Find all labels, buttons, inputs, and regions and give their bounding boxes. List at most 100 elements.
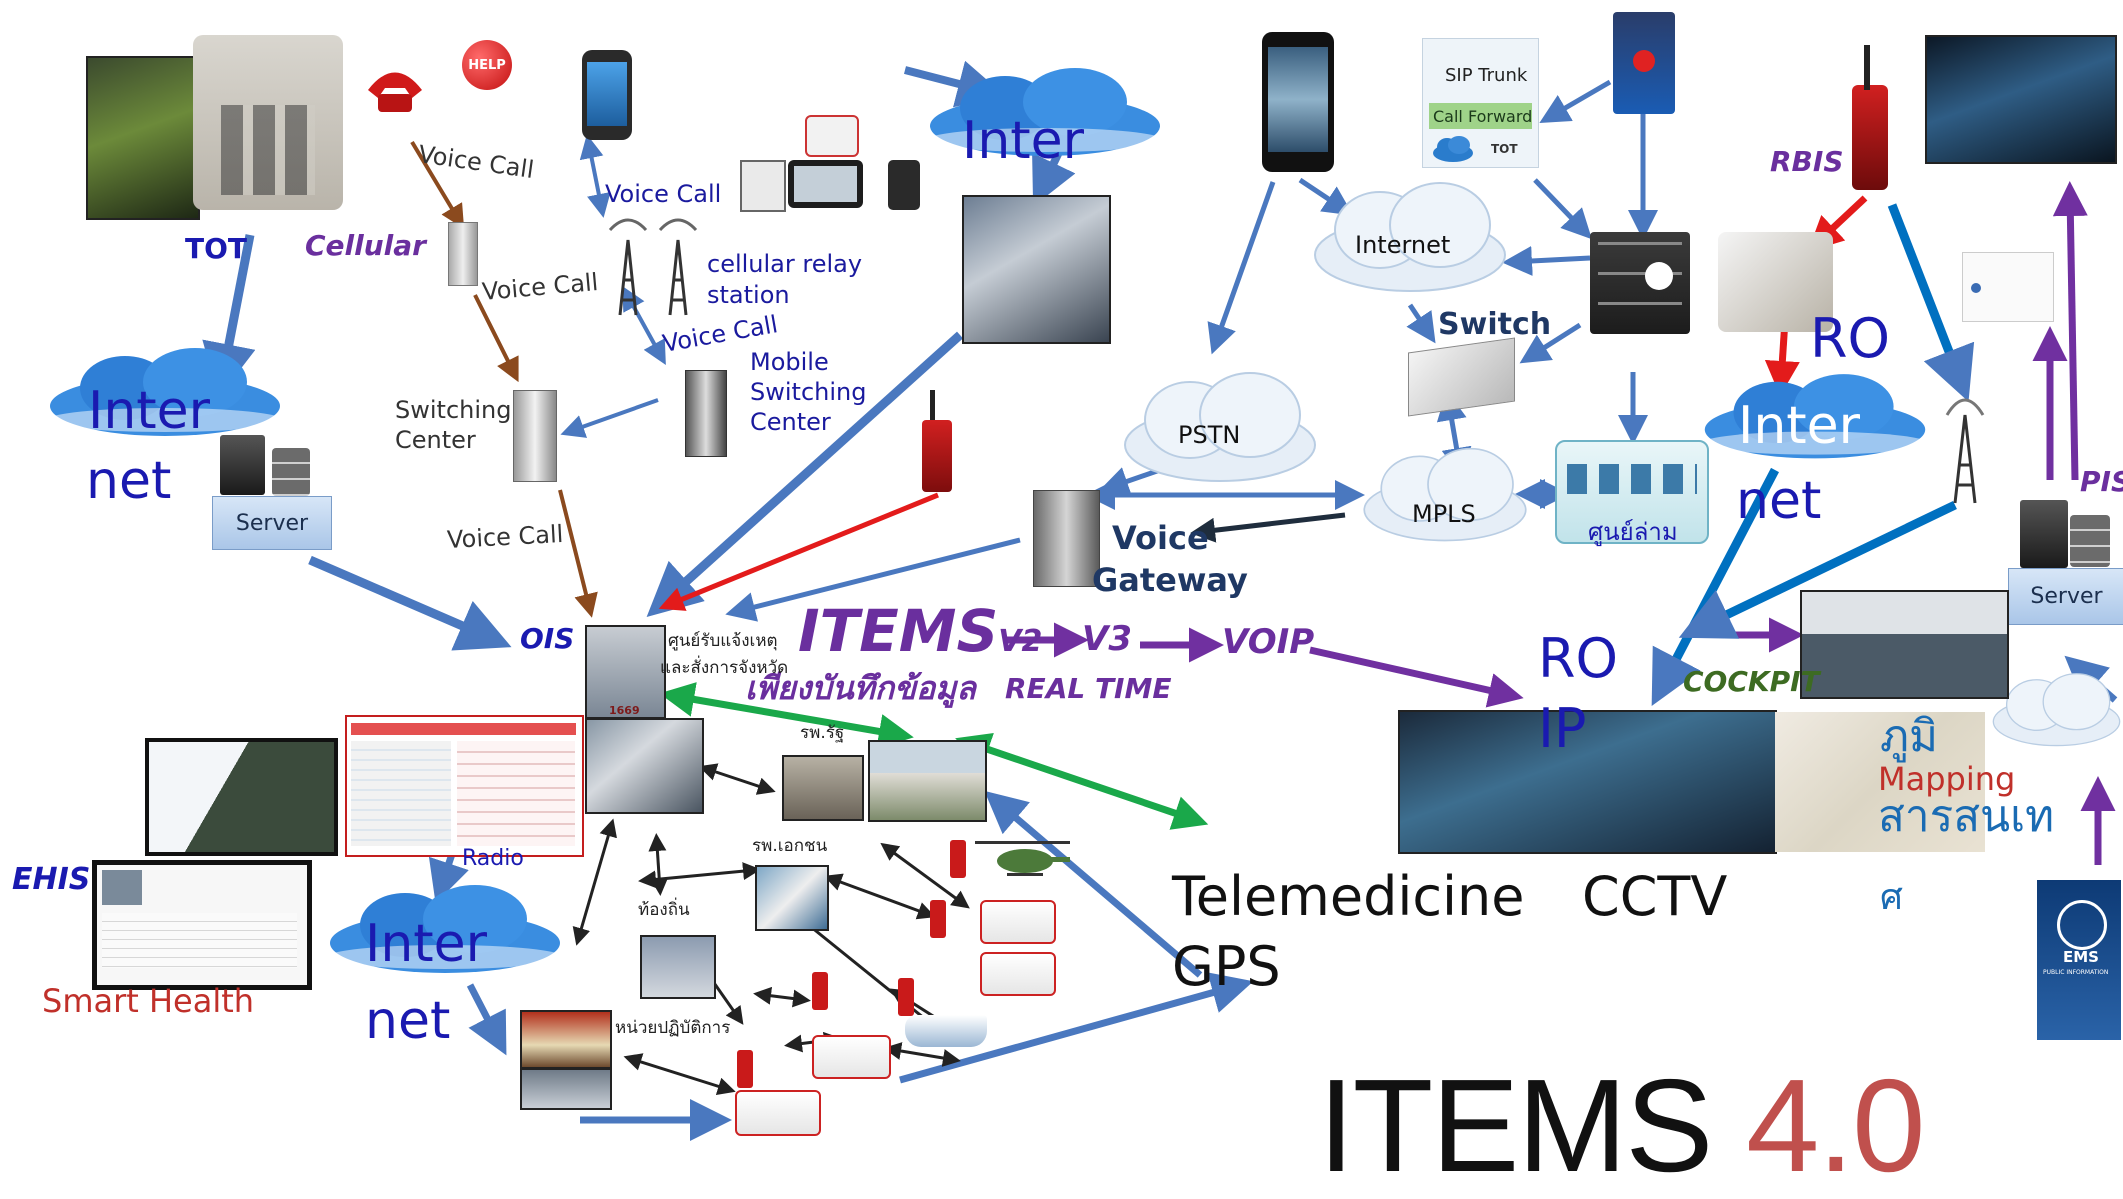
relay-label-1: cellular relay xyxy=(707,250,863,278)
operator-photo xyxy=(962,195,1111,344)
help-button-icon: HELP xyxy=(462,40,512,90)
geo-label-4: ศ xyxy=(1880,877,1903,918)
msc-label-1: Mobile xyxy=(750,348,829,376)
arrow-app-sip xyxy=(1539,79,1612,124)
voice-gateway-label-2: Gateway xyxy=(1092,561,1248,599)
tot-small-label: TOT xyxy=(1491,142,1518,156)
gov-hospital-room-photo xyxy=(782,755,864,821)
msc-cabinet xyxy=(685,370,727,457)
telemedicine-label: Telemedicine xyxy=(1172,865,1525,928)
title-main: ITEMS xyxy=(1318,1052,1713,1199)
switch-cabinet-small xyxy=(448,222,478,286)
local-office-photo xyxy=(640,935,716,999)
arrow-hospital-telemedicine xyxy=(955,732,1209,830)
radio-handset-icon xyxy=(922,390,952,492)
mpls-label: MPLS xyxy=(1412,500,1476,528)
server-rack-icon xyxy=(1590,232,1690,334)
map-screen xyxy=(145,738,338,856)
arrow-operator-center xyxy=(646,331,964,618)
internet-right-label-b: net xyxy=(1736,471,1822,531)
operations-unit-photo xyxy=(520,1068,612,1110)
switch-label: Switch xyxy=(1438,307,1552,342)
cockpit-photo xyxy=(1800,590,2009,699)
arrow-internet-operator xyxy=(1032,148,1076,207)
arrow-mpls-voice xyxy=(1190,512,1346,543)
local-label: ท้องถิ่น xyxy=(638,900,690,920)
arrow-radio-center xyxy=(658,492,939,611)
switching-label-1: Switching xyxy=(395,396,512,424)
arrow-internet-cctv xyxy=(1651,467,1779,706)
cctv-night-photo xyxy=(1925,35,2117,164)
radio-icon-5 xyxy=(737,1050,753,1088)
arrow-center-hospital xyxy=(659,682,914,749)
arrow-tower-cockpit xyxy=(1678,500,1957,639)
ro-ip-label-a: RO xyxy=(1538,627,1619,690)
software-screenshot xyxy=(345,715,584,857)
phone-icon-small xyxy=(888,160,920,210)
arrow-internet-switch xyxy=(1406,303,1436,344)
private-hospital-photo xyxy=(755,865,829,931)
rbis-radio-icon xyxy=(1842,45,1892,193)
center-label-1: ศูนย์รับแจ้งเหตุ xyxy=(668,631,778,651)
ambulance-icon-1 xyxy=(980,900,1056,944)
pstn-cloud xyxy=(1124,372,1316,482)
v3-label: V3 xyxy=(1082,619,1132,659)
server-box-right: Server xyxy=(2008,568,2123,625)
ambulance-icon-4 xyxy=(735,1090,821,1136)
voice-gateway-label-1: Voice xyxy=(1112,519,1209,557)
cellular-label: Cellular xyxy=(305,229,426,262)
arrow-server-internet xyxy=(1502,245,1591,276)
items-v2-label: ITEMSV2 xyxy=(798,602,1042,660)
gis-map-image xyxy=(1775,712,1985,852)
operations-unit-label: หน่วยปฏิบัติการ xyxy=(615,1018,731,1038)
internet-top-label: Inter xyxy=(962,111,1085,171)
hospital-gov-label: รพ.รัฐ xyxy=(800,723,845,743)
radio-tower-icon xyxy=(1945,398,1985,504)
tot-label: TOT xyxy=(185,232,248,265)
ambulance-icon-2 xyxy=(980,952,1056,996)
iphone-icon xyxy=(1262,32,1334,172)
call-forward-label: Call Forward xyxy=(1433,107,1533,126)
arrow-rbis-tower xyxy=(1887,203,1975,402)
ems-cloud xyxy=(1992,673,2121,747)
ro-ip-label-b: IP xyxy=(1538,697,1587,760)
ambulance-icon-3 xyxy=(812,1035,891,1079)
arrow-voip-cctv xyxy=(1309,646,1524,708)
ehis-screen xyxy=(92,860,312,990)
switching-label-2: Center xyxy=(395,426,476,454)
internet-bottom-label-a: Inter xyxy=(365,914,488,974)
geo-label-2: Mapping xyxy=(1878,760,2016,798)
internet-left-label-a: Inter xyxy=(88,381,211,441)
radio-icon-3 xyxy=(898,978,914,1016)
arrow-sip-server xyxy=(1533,178,1592,240)
voip-label: VOIP xyxy=(1222,622,1315,662)
arrow-voice-2 xyxy=(473,294,519,383)
arrow-internet-local xyxy=(466,983,507,1056)
ois-label: OIS xyxy=(520,622,575,655)
arrow-relay-top xyxy=(579,134,611,218)
ems-label: EMS xyxy=(2063,948,2099,966)
arrow-voice-1 xyxy=(410,140,465,229)
arrow-gps-2 xyxy=(984,790,1203,978)
desk-phone-icon xyxy=(193,35,343,210)
center-label-2: และสั่งการจังหวัด xyxy=(660,658,789,678)
red-phone-icon xyxy=(360,50,430,120)
server-tower-icon-1 xyxy=(220,435,265,495)
help-label: HELP xyxy=(468,57,506,73)
server-tower-icon-2 xyxy=(2020,500,2068,568)
msc-label-3: Center xyxy=(750,408,831,436)
tablet-icon-1 xyxy=(740,160,786,212)
arrow-pis-up-2 xyxy=(2052,181,2088,481)
arrow-voice-3 xyxy=(558,489,598,618)
hospital-private-label: รพ.เอกชน xyxy=(752,836,828,856)
center-building-photo: 1669 xyxy=(585,625,666,719)
regional-center-label: ศูนย์ล่าม xyxy=(1588,518,1678,546)
cctv-wall-photo xyxy=(1398,710,1777,854)
internet-cloud-left xyxy=(47,348,283,436)
local-temple-photo xyxy=(520,1010,612,1069)
radio-icon-4 xyxy=(812,972,828,1010)
smart-health-label: Smart Health xyxy=(42,982,255,1020)
internet-left-label-b: net xyxy=(86,451,172,511)
internet-bottom-label-b: net xyxy=(365,991,451,1051)
